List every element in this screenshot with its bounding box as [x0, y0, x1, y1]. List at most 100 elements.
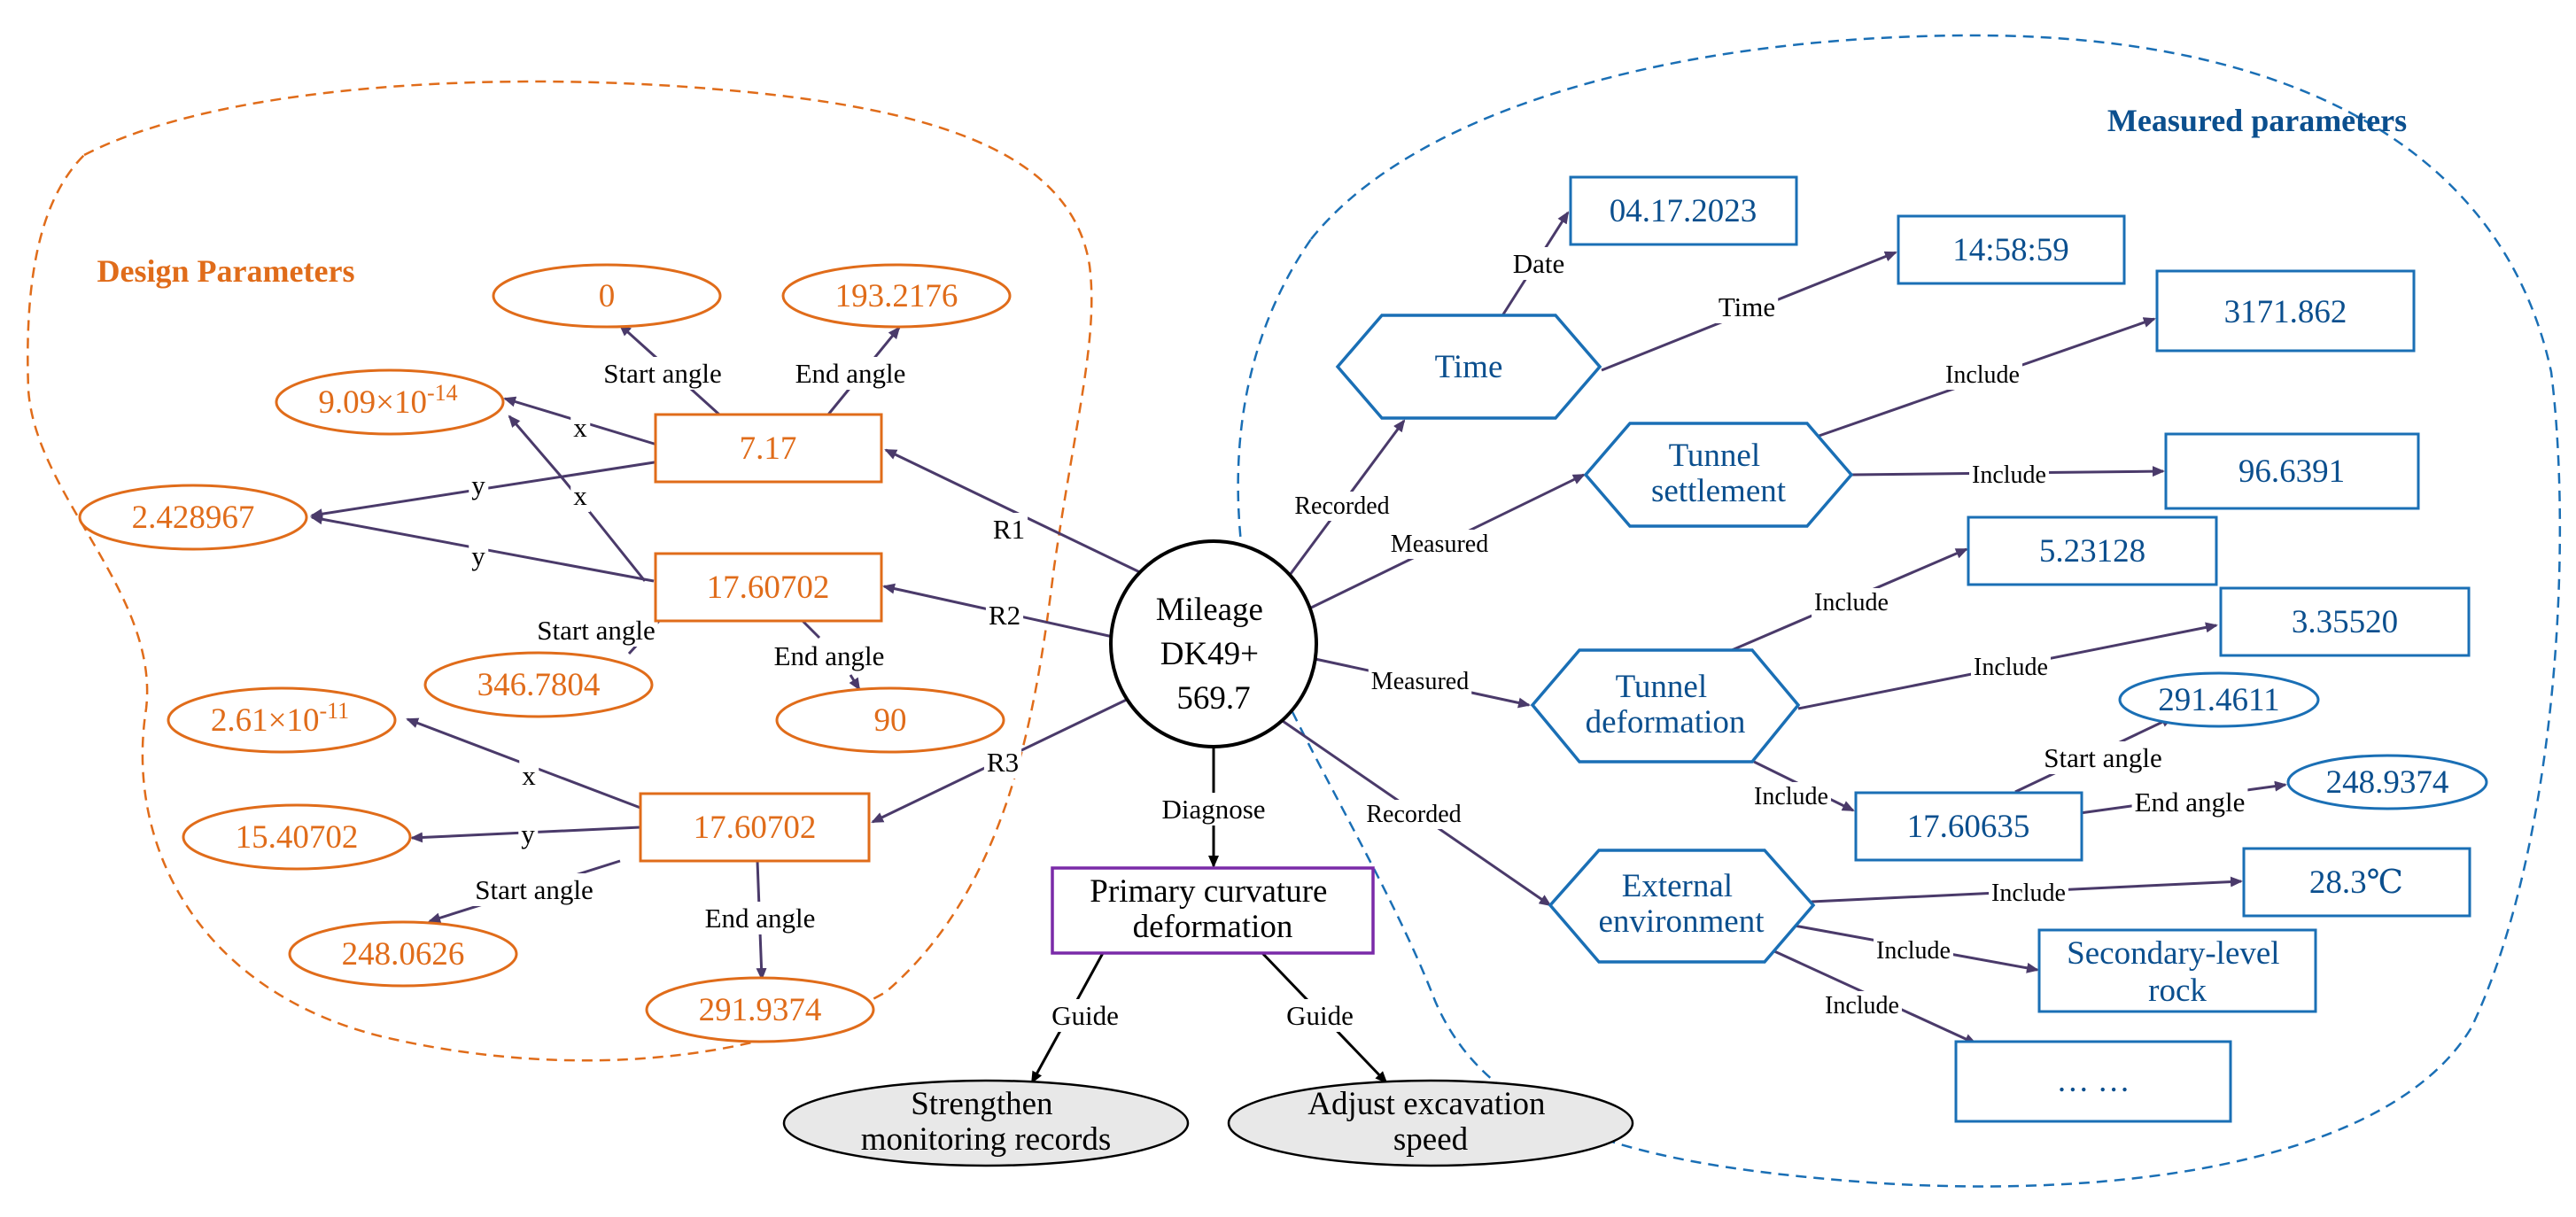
edge-label-background	[989, 513, 1028, 546]
r3-y-value: 15.40702	[236, 819, 359, 856]
edge-label-recorded-top: Recorded	[1294, 492, 1389, 520]
edge-label-measured-mid: Measured	[1371, 668, 1469, 695]
edge-label-background	[1292, 492, 1393, 521]
edge-label-include-1: Include	[1945, 361, 2020, 389]
mileage-center-node	[1109, 539, 1318, 748]
edge-label-background	[1049, 999, 1121, 1032]
edge-label-r2-start-angle: Start angle	[537, 615, 655, 646]
edge-label-background	[570, 479, 591, 512]
design-parameters-boundary	[27, 80, 1093, 1062]
action-strengthen-monitoring-label: Strengthen monitoring records	[861, 1086, 1112, 1158]
edge-label-r3-x: x	[522, 760, 536, 791]
edge-label-background	[1751, 782, 1831, 811]
edge-label-background	[1509, 247, 1568, 280]
temperature-value: 28.3℃	[2309, 864, 2403, 901]
edge-label-include-7: Include	[1876, 937, 1951, 965]
edge-label-r3: R3	[987, 747, 1019, 778]
edge-label-background	[792, 357, 909, 390]
edge-label-r3-start-angle: Start angle	[475, 874, 593, 905]
settlement-value-2: 96.6391	[2238, 453, 2345, 490]
edge-label-background	[1387, 530, 1492, 559]
edge-label-r2-end-angle: End angle	[774, 640, 885, 671]
edge-label-background	[1969, 461, 2049, 490]
time-category-node	[1335, 314, 1602, 420]
edge-label-r1-y: y	[471, 469, 485, 500]
edge-label-background	[472, 873, 596, 906]
r1-end-angle-node	[781, 263, 1012, 329]
edge-label-background	[1989, 879, 2068, 908]
edge-label-guide-2: Guide	[1286, 1000, 1354, 1031]
deformation-value-2: 3.35520	[2292, 604, 2398, 640]
r3-y-node	[182, 803, 412, 871]
r3-radius-node	[639, 792, 871, 863]
r3-radius-value: 17.60702	[694, 810, 817, 846]
edge-label-include-3: Include	[1814, 589, 1889, 616]
edge-label-background	[985, 599, 1024, 632]
r2-radius-value: 17.60702	[707, 570, 830, 606]
deformation-start-angle-value: 291.4611	[2158, 682, 2279, 718]
r1-radius-node	[654, 413, 883, 484]
edge-label-background	[570, 411, 591, 444]
r1-radius-value: 7.17	[740, 430, 797, 467]
edge-label-r1-end-angle: End angle	[795, 358, 906, 389]
edge-label-measured-top: Measured	[1391, 531, 1488, 558]
time-category-label: Time	[1435, 349, 1503, 385]
edge-label-background	[1822, 991, 1902, 1020]
edge-label-date: Date	[1513, 248, 1565, 279]
r1-end-angle-value: 193.2176	[835, 278, 958, 314]
edge-label-recorded-bottom: Recorded	[1366, 801, 1461, 828]
edge-label-background	[983, 746, 1022, 779]
environment-category-node	[1548, 849, 1816, 964]
r1-y-node	[78, 484, 308, 551]
r3-x-value: 2.61×10-11	[211, 698, 349, 739]
time-value-node	[1897, 214, 2126, 285]
temperature-value-node	[2242, 847, 2471, 918]
edge-label-background	[601, 357, 725, 390]
edge-label-background	[1159, 793, 1269, 826]
edge-label-background	[2131, 786, 2248, 818]
deformation-end-angle-value: 248.9374	[2326, 764, 2449, 801]
rock-value-node	[2037, 928, 2317, 1013]
more-values-ellipsis: … …	[2056, 1063, 2130, 1099]
r3-end-angle-value: 291.9374	[699, 992, 822, 1028]
r2-radius-node	[654, 552, 883, 623]
edge-label-background	[702, 902, 819, 934]
settlement-value-1: 3171.862	[2224, 294, 2347, 330]
edge-label-background	[534, 614, 658, 647]
r2-start-angle-node	[423, 651, 654, 718]
measured-parameters-title: Measured parameters	[2107, 103, 2407, 138]
edge-label-include-6: Include	[1991, 880, 2066, 907]
edge-label-r1-x: x	[573, 412, 587, 443]
edge-label-background	[1874, 936, 1953, 965]
mileage-label: Mileage DK49+ 569.7	[1156, 592, 1271, 717]
r2-end-angle-value: 90	[874, 702, 907, 739]
environment-category-label: External environment	[1598, 868, 1765, 940]
edge-label-background	[1715, 291, 1779, 323]
edge-label-background	[2041, 741, 2165, 774]
design-parameters-title: Design Parameters	[97, 253, 355, 289]
edge-label-r3-y: y	[521, 818, 535, 849]
edge-label-background	[1943, 360, 2022, 390]
edge-label-background	[1368, 667, 1472, 696]
edge-labels: R1 R2 R3 Start angle End angle x y x y S…	[469, 247, 2248, 1032]
edge-label-include-4: Include	[1974, 654, 2048, 681]
measured-nodes: Time 04.17.2023 14:58:59 Tunnel settleme…	[1335, 175, 2488, 1123]
design-nodes: 7.17 0 193.2176 9.09×10-14 2.428967 17.6…	[78, 263, 1012, 1043]
edge-label-include-2: Include	[1972, 461, 2046, 489]
edge-label-r2-x: x	[573, 480, 587, 511]
time-value: 14:58:59	[1952, 232, 2069, 268]
edge-label-background	[1284, 999, 1356, 1032]
settlement-value-2-node	[2164, 432, 2420, 510]
action-adjust-speed-node	[1227, 1079, 1634, 1167]
edge-label-background	[469, 539, 489, 572]
action-adjust-speed-label: Adjust excavation speed	[1307, 1086, 1553, 1158]
deformation-value-1: 5.23128	[2039, 533, 2145, 570]
deformation-category-node	[1530, 648, 1801, 764]
more-values-node	[1954, 1040, 2232, 1123]
edge-label-def-end-angle: End angle	[2135, 787, 2246, 818]
deformation-value-3: 17.60635	[1907, 809, 2030, 845]
edge-label-r2-y: y	[471, 540, 485, 571]
r2-end-angle-node	[775, 686, 1005, 754]
date-value-node	[1569, 175, 1798, 246]
